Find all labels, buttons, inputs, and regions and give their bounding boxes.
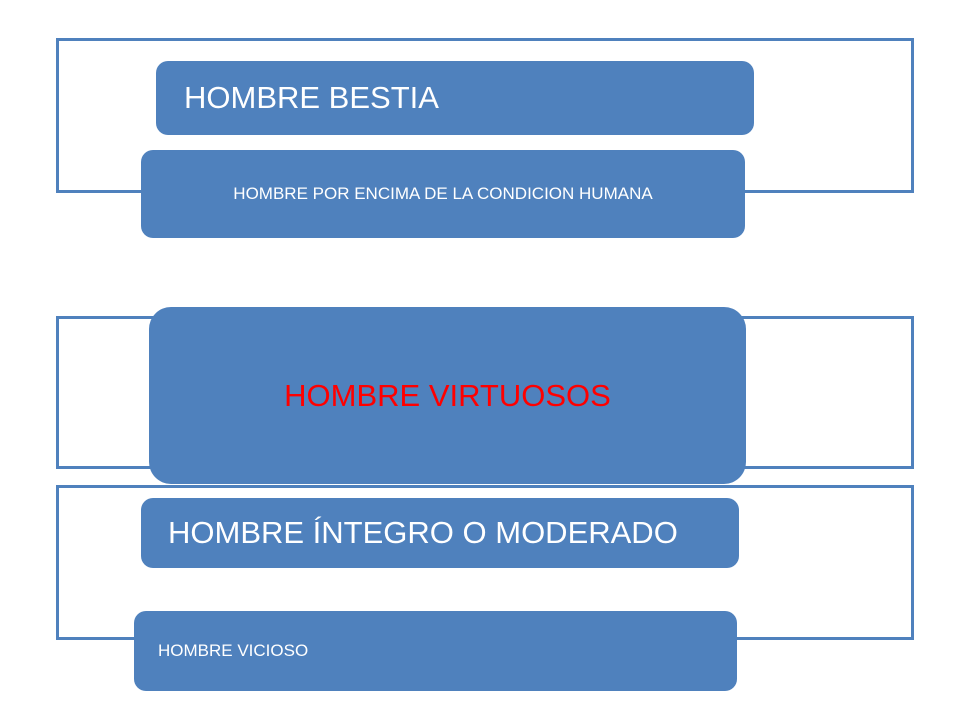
box-hombre-por-encima: HOMBRE POR ENCIMA DE LA CONDICION HUMANA	[141, 150, 745, 238]
box-hombre-bestia-label: HOMBRE BESTIA	[184, 80, 439, 115]
box-hombre-integro-label: HOMBRE ÍNTEGRO O MODERADO	[168, 515, 678, 550]
box-hombre-bestia: HOMBRE BESTIA	[156, 61, 754, 135]
box-hombre-por-encima-label: HOMBRE POR ENCIMA DE LA CONDICION HUMANA	[233, 184, 653, 203]
box-hombre-virtuosos: HOMBRE VIRTUOSOS	[149, 307, 746, 484]
box-hombre-integro: HOMBRE ÍNTEGRO O MODERADO	[141, 498, 739, 568]
box-hombre-vicioso: HOMBRE VICIOSO	[134, 611, 737, 691]
box-hombre-vicioso-label: HOMBRE VICIOSO	[158, 641, 309, 660]
box-hombre-virtuosos-label: HOMBRE VIRTUOSOS	[284, 377, 611, 413]
